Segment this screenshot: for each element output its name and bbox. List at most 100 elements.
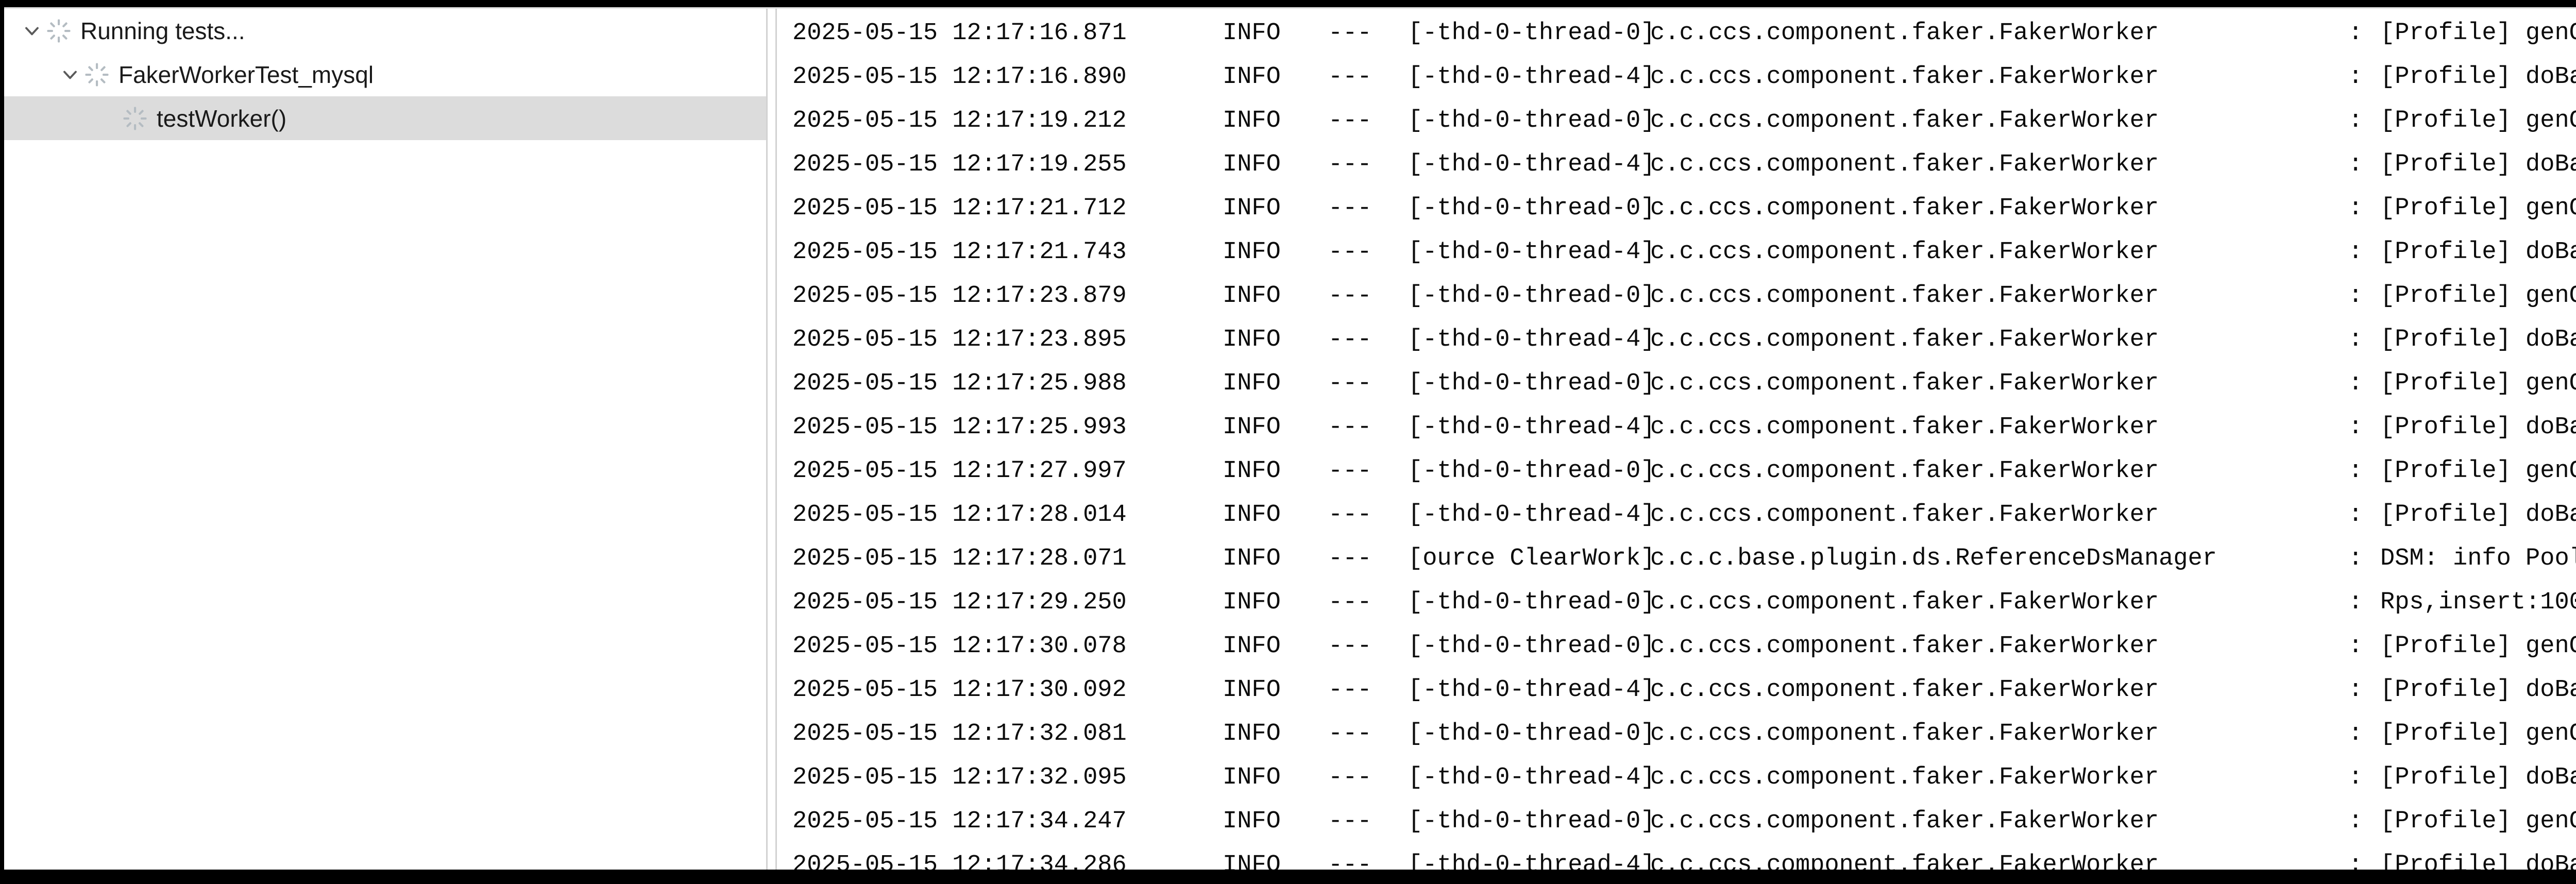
log-message: [Profile] genOps count:5,elapse:1 ms. xyxy=(2380,370,2576,397)
log-logger: c.c.ccs.component.faker.FakerWorker xyxy=(1650,20,2159,47)
log-message: [Profile] genOps count:5,elapse:1 ms. xyxy=(2380,282,2576,310)
log-logger: c.c.ccs.component.faker.FakerWorker xyxy=(1650,151,2159,178)
log-thread: [-thd-0-thread-0] xyxy=(1408,107,1655,134)
log-level: INFO xyxy=(1223,545,1281,572)
log-line[interactable]: 2025-05-15 12:17:29.250 INFO --- [-thd-0-th… xyxy=(777,581,2576,624)
spinner-icon xyxy=(44,16,73,45)
tree-item-label: testWorker() xyxy=(157,105,287,132)
log-message: [Profile] doBatchDml:4 ms. xyxy=(2380,414,2576,441)
log-timestamp: 2025-05-15 12:17:23.895 xyxy=(792,326,1127,353)
log-thread: [-thd-0-thread-0] xyxy=(1408,589,1655,616)
log-timestamp: 2025-05-15 12:17:32.095 xyxy=(792,764,1127,791)
log-message: DSM: info PoolSize= 1, clearKeys= xyxy=(2380,545,2576,572)
log-level: INFO xyxy=(1223,239,1281,266)
log-dash: --- xyxy=(1328,20,1372,47)
log-dash: --- xyxy=(1328,326,1372,353)
log-timestamp: 2025-05-15 12:17:30.092 xyxy=(792,676,1127,704)
log-separator: : xyxy=(2348,282,2363,310)
log-thread: [-thd-0-thread-0] xyxy=(1408,370,1655,397)
log-timestamp: 2025-05-15 12:17:16.871 xyxy=(792,20,1127,47)
log-timestamp: 2025-05-15 12:17:30.078 xyxy=(792,633,1127,660)
log-timestamp: 2025-05-15 12:17:19.255 xyxy=(792,151,1127,178)
log-logger: c.c.ccs.component.faker.FakerWorker xyxy=(1650,808,2159,835)
log-message: [Profile] doBatchDml:13 ms. xyxy=(2380,63,2576,91)
log-dash: --- xyxy=(1328,720,1372,747)
log-timestamp: 2025-05-15 12:17:28.014 xyxy=(792,501,1127,529)
log-dash: --- xyxy=(1328,633,1372,660)
log-logger: c.c.ccs.component.faker.FakerWorker xyxy=(1650,589,2159,616)
log-logger: c.c.ccs.component.faker.FakerWorker xyxy=(1650,764,2159,791)
log-dash: --- xyxy=(1328,107,1372,134)
log-message: [Profile] genOps count:7,elapse:2 ms. xyxy=(2380,20,2576,47)
log-level: INFO xyxy=(1223,808,1281,835)
log-timestamp: 2025-05-15 12:17:28.071 xyxy=(792,545,1127,572)
log-message: [Profile] genOps count:18,elapse:2 ms. xyxy=(2380,808,2576,835)
log-level: INFO xyxy=(1223,20,1281,47)
panel-splitter[interactable] xyxy=(766,9,777,870)
log-line[interactable]: 2025-05-15 12:17:21.743 INFO --- [-thd-0-th… xyxy=(777,230,2576,274)
log-logger: c.c.ccs.component.faker.FakerWorker xyxy=(1650,676,2159,704)
log-level: INFO xyxy=(1223,501,1281,529)
log-message: Rps,insert:100,update:308,delete:32 xyxy=(2380,589,2576,616)
log-thread: [-thd-0-thread-4] xyxy=(1408,239,1655,266)
tree-item-testworker[interactable]: testWorker() xyxy=(4,96,766,140)
log-level: INFO xyxy=(1223,151,1281,178)
log-separator: : xyxy=(2348,589,2363,616)
log-dash: --- xyxy=(1328,808,1372,835)
log-separator: : xyxy=(2348,20,2363,47)
log-level: INFO xyxy=(1223,370,1281,397)
log-timestamp: 2025-05-15 12:17:29.250 xyxy=(792,589,1127,616)
log-timestamp: 2025-05-15 12:17:32.081 xyxy=(792,720,1127,747)
tree-item-label: FakerWorkerTest_mysql xyxy=(118,61,374,88)
tree-item-fakerworkertest-mysql[interactable]: FakerWorkerTest_mysql xyxy=(4,53,766,96)
log-separator: : xyxy=(2348,326,2363,353)
log-thread: [-thd-0-thread-0] xyxy=(1408,808,1655,835)
log-level: INFO xyxy=(1223,589,1281,616)
log-thread: [-thd-0-thread-0] xyxy=(1408,720,1655,747)
log-thread: [-thd-0-thread-4] xyxy=(1408,676,1655,704)
log-dash: --- xyxy=(1328,151,1372,178)
test-tree-panel[interactable]: Running tests... xyxy=(4,9,766,870)
log-separator: : xyxy=(2348,239,2363,266)
log-dash: --- xyxy=(1328,457,1372,485)
log-message: [Profile] genOps count:6,elapse:2 ms. xyxy=(2380,720,2576,747)
log-timestamp: 2025-05-15 12:17:21.743 xyxy=(792,239,1127,266)
log-message: [Profile] doBatchDml:13 ms. xyxy=(2380,764,2576,791)
log-dash: --- xyxy=(1328,501,1372,529)
log-logger: c.c.ccs.component.faker.FakerWorker xyxy=(1650,852,2159,870)
log-dash: --- xyxy=(1328,589,1372,616)
log-dash: --- xyxy=(1328,545,1372,572)
tree-item-running-tests[interactable]: Running tests... xyxy=(4,9,766,53)
log-separator: : xyxy=(2348,764,2363,791)
log-message: [Profile] doBatchDml:29 ms. xyxy=(2380,151,2576,178)
chevron-down-icon[interactable] xyxy=(20,19,44,43)
log-dash: --- xyxy=(1328,239,1372,266)
test-runner-window: Running tests... xyxy=(4,7,2576,870)
log-message: [Profile] doBatchDml:14 ms. xyxy=(2380,326,2576,353)
log-separator: : xyxy=(2348,633,2363,660)
chevron-down-icon[interactable] xyxy=(58,62,82,87)
log-dash: --- xyxy=(1328,282,1372,310)
log-separator: : xyxy=(2348,808,2363,835)
log-dash: --- xyxy=(1328,370,1372,397)
log-level: INFO xyxy=(1223,633,1281,660)
